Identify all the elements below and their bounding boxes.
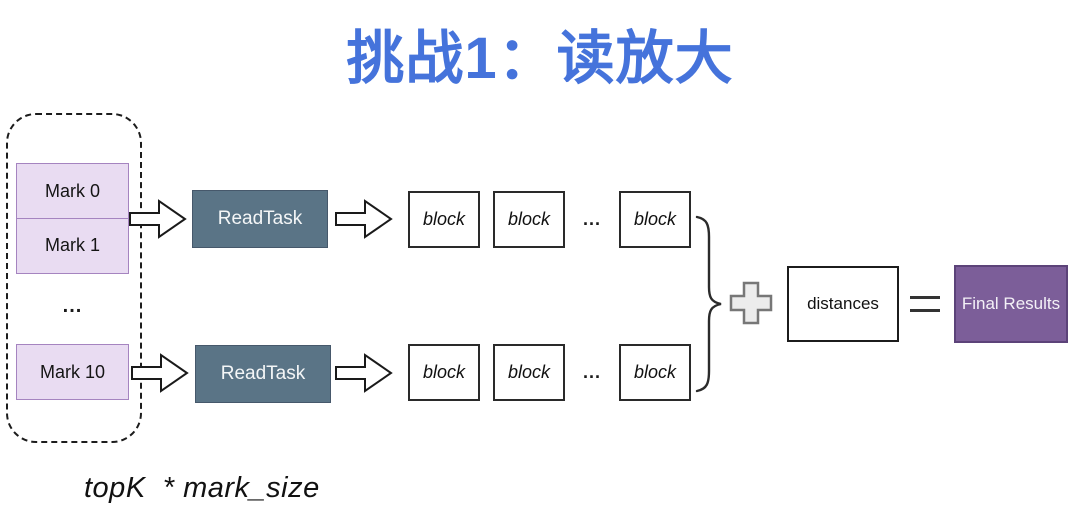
block-arrow-icon	[131, 353, 189, 393]
distances-box: distances	[787, 266, 899, 342]
marks-ellipsis: ...	[62, 294, 83, 317]
blocks-ellipsis-row2: ...	[582, 362, 601, 382]
mark-group-dashed-container	[6, 113, 142, 443]
block-label: block	[422, 209, 466, 229]
equals-icon	[910, 296, 940, 312]
block-label: block	[633, 209, 677, 229]
block-box: block	[619, 191, 691, 248]
footer-formula: topK * mark_size	[84, 472, 320, 504]
mark-10-box: Mark 10	[16, 344, 129, 400]
block-box: block	[408, 344, 480, 401]
block-arrow-icon	[335, 199, 393, 239]
final-results-label: Final Results	[961, 294, 1061, 313]
distances-label: distances	[807, 294, 879, 313]
page-title: 挑战1：读放大	[346, 26, 734, 91]
block-box: block	[408, 191, 480, 248]
mark-0-label: Mark 0	[44, 180, 100, 201]
block-arrow-icon	[335, 353, 393, 393]
curly-brace-icon	[695, 215, 722, 393]
mark-1-label: Mark 1	[44, 235, 100, 255]
readtask-label: ReadTask	[217, 208, 303, 229]
block-box: block	[493, 344, 565, 401]
plus-icon	[729, 281, 773, 325]
block-label: block	[507, 209, 551, 229]
readtask-box-row1: ReadTask	[192, 190, 328, 248]
block-label: block	[422, 362, 466, 382]
mark-1-box: Mark 1	[16, 217, 129, 274]
mark-10-label: Mark 10	[39, 361, 106, 382]
final-results-box: Final Results	[954, 265, 1068, 343]
block-label: block	[633, 362, 677, 382]
blocks-ellipsis-row1: ...	[582, 209, 601, 229]
readtask-label: ReadTask	[220, 363, 306, 384]
mark-0-box: Mark 0	[16, 163, 129, 219]
block-label: block	[507, 362, 551, 382]
readtask-box-row2: ReadTask	[195, 345, 331, 403]
block-arrow-icon	[129, 199, 187, 239]
block-box: block	[493, 191, 565, 248]
block-box: block	[619, 344, 691, 401]
